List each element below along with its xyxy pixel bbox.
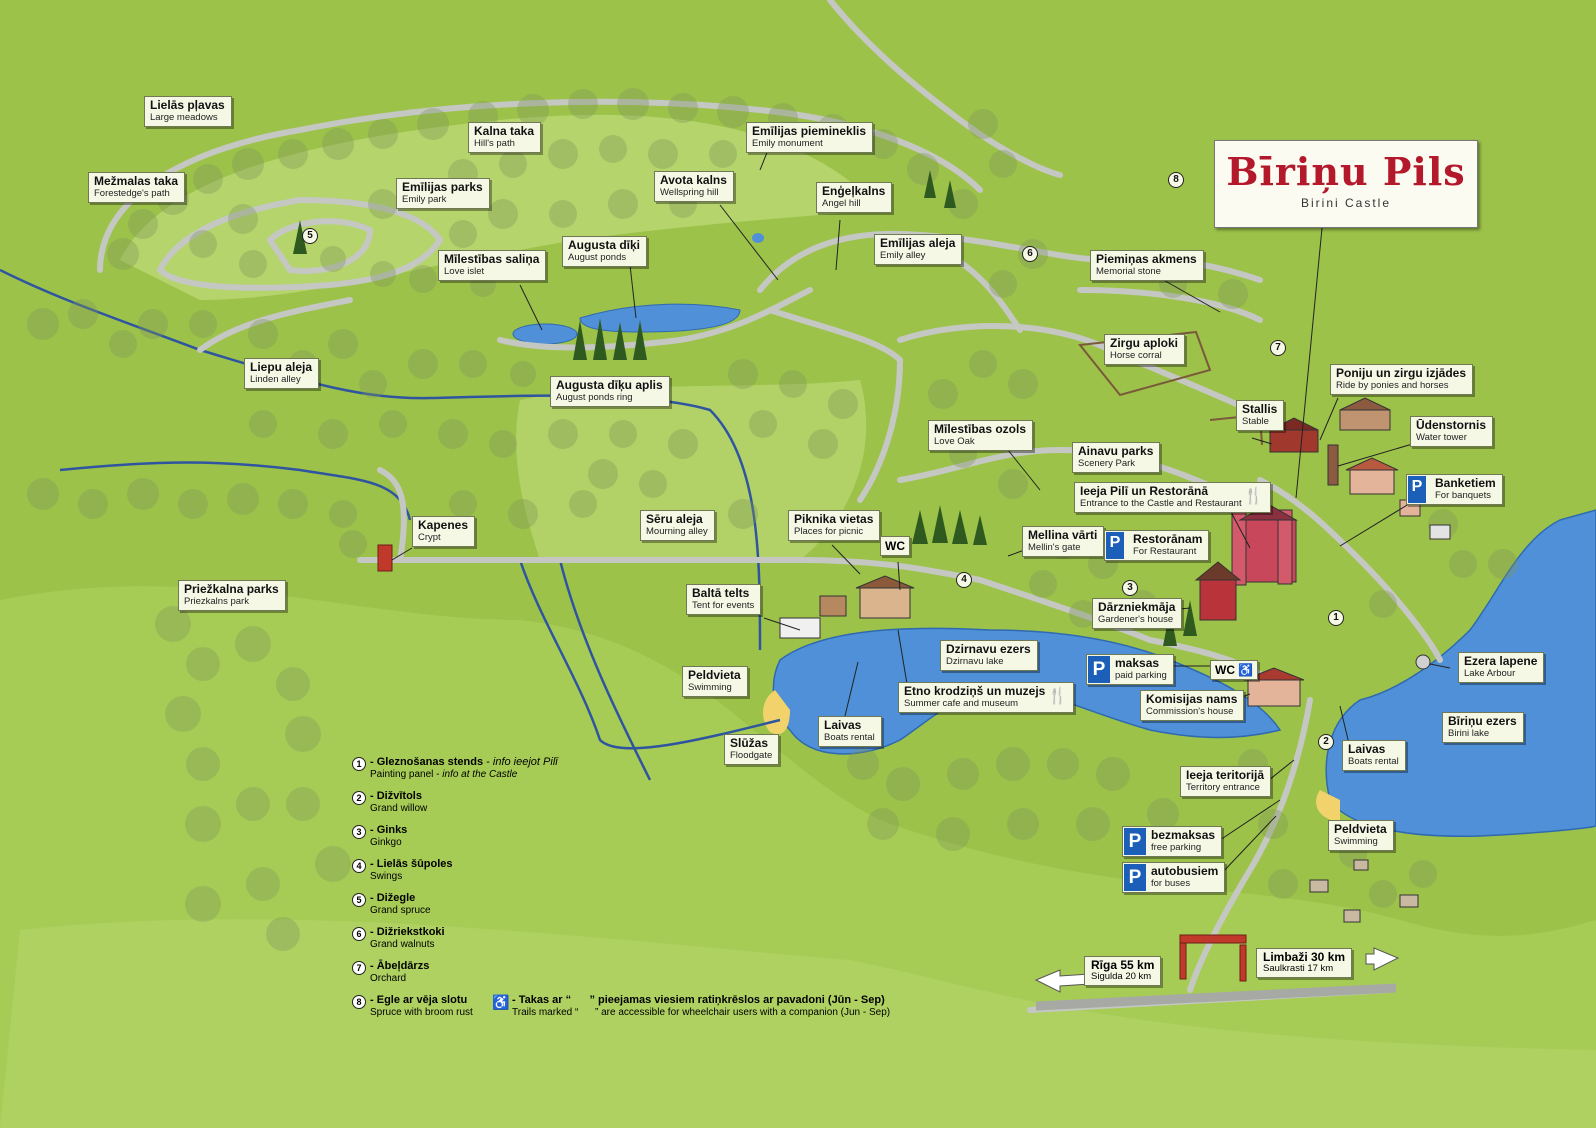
marker-8[interactable]: 8 [1168,172,1184,188]
map-subtitle: Birini Castle [1300,196,1392,210]
marker-7[interactable]: 7 [1270,340,1286,356]
parking-icon: P [1088,656,1110,683]
marker-6[interactable]: 6 [1022,246,1038,262]
marker-3[interactable]: 3 [1122,580,1138,596]
wc-commission[interactable]: WC ♿ [1210,660,1259,680]
restaurant-icon: 🍴 [1243,488,1264,505]
parking-icon: P [1408,476,1426,503]
wc-picnic[interactable]: WC [880,536,910,556]
parking-icon: P [1124,864,1146,891]
marker-2[interactable]: 2 [1318,734,1334,750]
restaurant-icon: 🍴 [1047,688,1068,705]
map-title: Bīriņu Pils [1226,149,1466,194]
map-legend: 1- Gleznošanas stends - info ieejot Pilī… [352,756,912,1026]
wheelchair-icon: ♿ [1238,663,1254,677]
parking-icon: P [1124,828,1146,855]
marker-4[interactable]: 4 [956,572,972,588]
marker-1[interactable]: 1 [1328,610,1344,626]
map-title-box: Bīriņu Pils Birini Castle [1214,140,1478,228]
parking-icon: P [1106,532,1124,559]
marker-5[interactable]: 5 [302,228,318,244]
wheelchair-icon: ♿ [492,994,510,1010]
